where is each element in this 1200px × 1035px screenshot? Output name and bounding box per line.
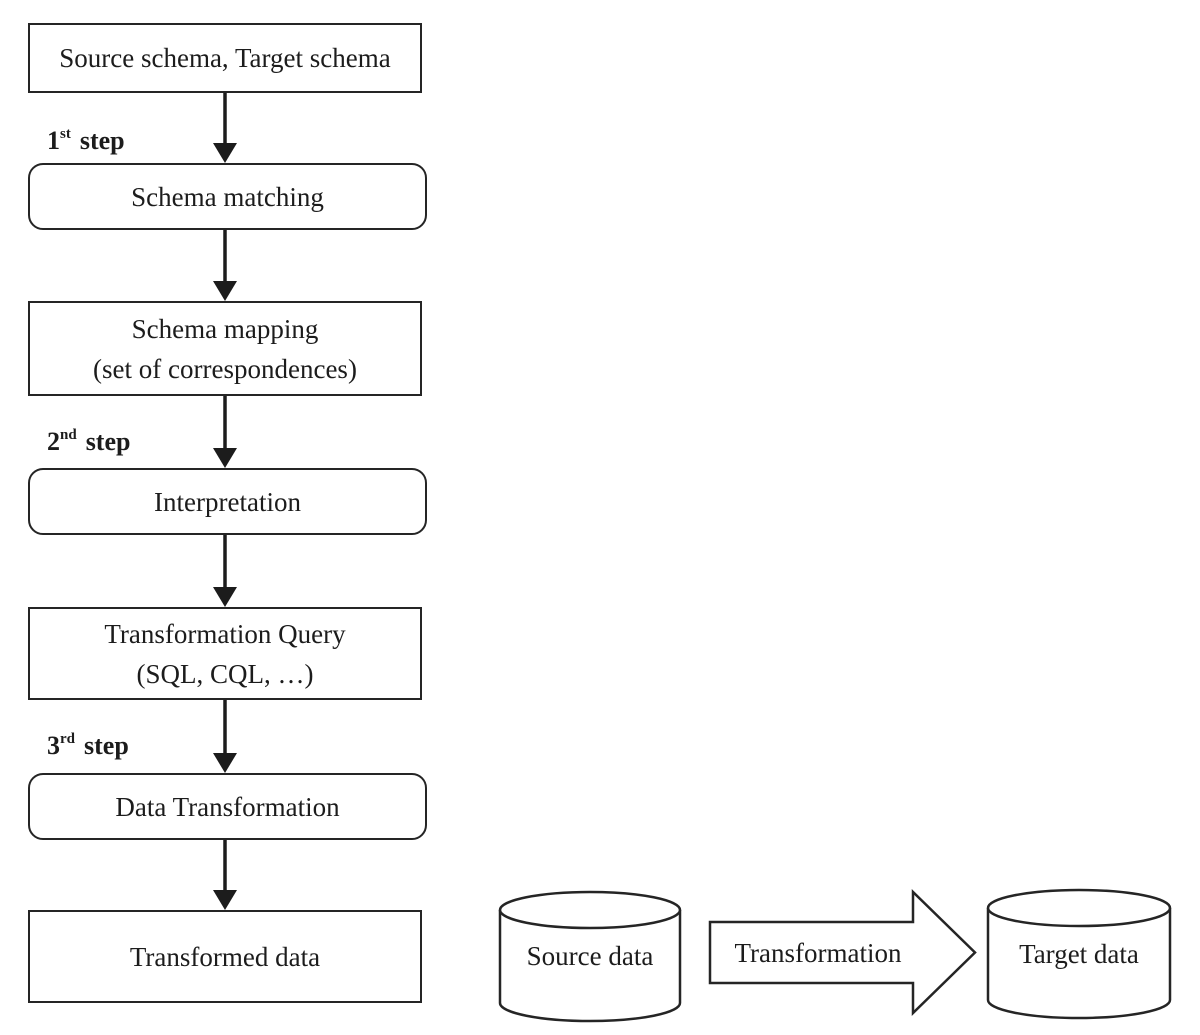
cylinder-body (986, 908, 1172, 1020)
box-label-line-1: Transformation Query (104, 618, 346, 649)
cylinder-top (498, 890, 682, 930)
box-label-line-1: Schema mapping (131, 313, 319, 344)
step-word: step (79, 126, 125, 155)
arrow-head (213, 587, 237, 607)
box-label: Interpretation (154, 486, 301, 517)
arrow-head (213, 448, 237, 468)
flow-arrow-5 (213, 700, 237, 773)
box-label: Source schema, Target schema (59, 43, 391, 73)
box-label: Transformed data (129, 941, 321, 972)
target-data-cylinder: Target data (986, 888, 1172, 1020)
box-schema-mapping: Schema mapping (set of correspondences) (28, 301, 422, 396)
source-data-label: Source data (527, 941, 654, 971)
box-label-line-2: (set of correspondences) (93, 353, 357, 384)
transformation-block-arrow: Transformation (708, 889, 977, 1016)
block-arrow-shape (708, 889, 977, 1016)
box-label: Data Transformation (115, 791, 340, 822)
box-interpretation: Interpretation (28, 468, 427, 535)
step-word: step (84, 731, 129, 760)
arrow-head (213, 890, 237, 910)
arrow-head (213, 281, 237, 301)
box-source-target-schema: Source schema, Target schema (28, 23, 422, 93)
transformation-label: Transformation (735, 938, 902, 968)
step-ordinal-suffix: nd (60, 427, 77, 443)
box-schema-matching: Schema matching (28, 163, 427, 230)
target-data-label: Target data (1019, 939, 1139, 969)
flow-arrow-3 (213, 396, 237, 468)
box-label-line-2: (SQL, CQL, …) (136, 658, 314, 689)
flow-arrow-2 (213, 230, 237, 301)
flow-arrow-6 (213, 840, 237, 910)
source-data-cylinder: Source data (498, 890, 682, 1023)
cylinder-body (498, 910, 682, 1023)
flow-arrow-1 (213, 93, 237, 163)
box-transformed-data: Transformed data (28, 910, 422, 1003)
cylinder-top (986, 888, 1172, 928)
step-number: 2 (47, 427, 60, 456)
step-ordinal-suffix: rd (60, 731, 75, 747)
step-number: 3 (47, 731, 60, 760)
flow-arrow-4 (213, 535, 237, 607)
arrow-head (213, 753, 237, 773)
arrow-head (213, 143, 237, 163)
box-transformation-query: Transformation Query (SQL, CQL, …) (28, 607, 422, 700)
box-data-transformation: Data Transformation (28, 773, 427, 840)
step-ordinal-suffix: st (60, 126, 71, 142)
step-number: 1 (47, 126, 60, 155)
box-label: Schema matching (131, 181, 324, 212)
step-word: step (85, 427, 131, 456)
